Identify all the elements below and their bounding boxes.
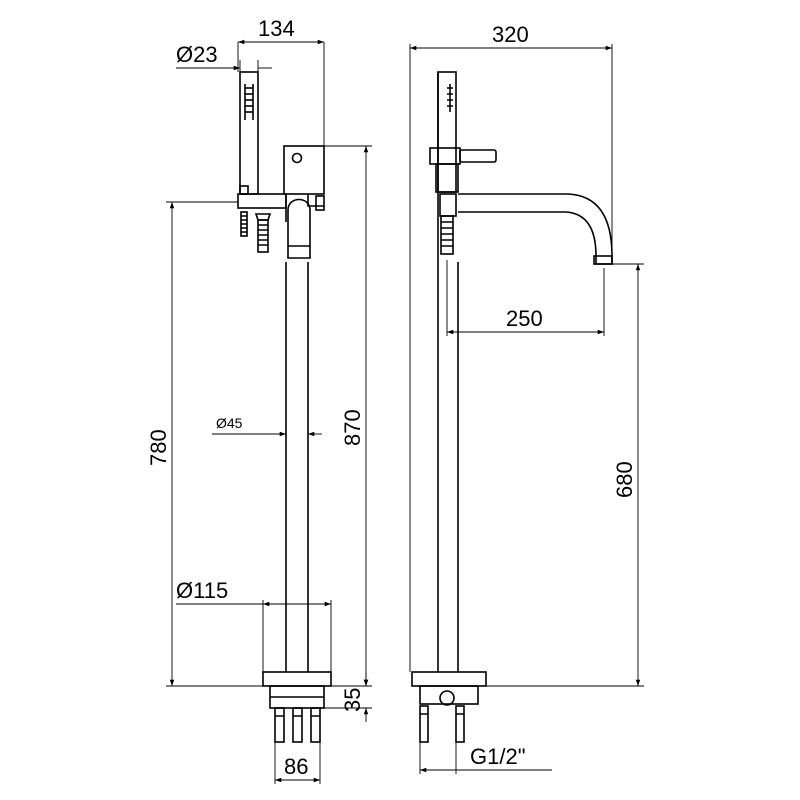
- side-column: [437, 72, 459, 672]
- dim-86: 86: [274, 742, 321, 784]
- dim-320-label: 320: [492, 22, 529, 47]
- front-column: [285, 262, 309, 672]
- front-hand-shower: [237, 71, 287, 209]
- front-hoses: [240, 211, 272, 253]
- dim-250: 250: [446, 260, 605, 336]
- dim-870: 870: [324, 145, 372, 687]
- side-hand-shower: [437, 71, 457, 193]
- dim-320: 320: [409, 22, 613, 672]
- dim-134-label: 134: [258, 16, 295, 41]
- dim-base-diameter: Ø115: [176, 578, 332, 672]
- dim-86-label: 86: [284, 754, 308, 779]
- side-hose: [439, 193, 457, 255]
- dim-base-diameter-label: Ø115: [176, 578, 228, 603]
- front-supply-pipes: [274, 707, 321, 743]
- front-mixer-body: [283, 145, 325, 259]
- dim-inlet-thread: G1/2": [419, 742, 552, 774]
- dim-680: 680: [486, 263, 644, 687]
- dim-35-label: 35: [340, 688, 365, 712]
- dim-780: 780: [146, 201, 263, 687]
- dim-hand-shower-diameter: Ø23: [176, 42, 272, 72]
- side-base: [411, 671, 487, 743]
- side-mixer-handle: [429, 147, 497, 193]
- dim-column-diameter-label: Ø45: [216, 415, 243, 431]
- front-view: [237, 71, 332, 743]
- dim-35: 35: [324, 672, 372, 722]
- dim-780-label: 780: [146, 429, 171, 466]
- dim-134: 134: [237, 16, 325, 146]
- side-spout: [458, 193, 613, 265]
- dim-inlet-thread-label: G1/2": [470, 744, 526, 769]
- dim-column-diameter: Ø45: [212, 415, 322, 437]
- dim-hand-shower-diameter-label: Ø23: [176, 42, 218, 67]
- dim-870-label: 870: [340, 409, 365, 446]
- front-base: [262, 671, 332, 709]
- dim-680-label: 680: [612, 461, 637, 498]
- side-view: [411, 71, 613, 743]
- dim-250-label: 250: [506, 306, 543, 331]
